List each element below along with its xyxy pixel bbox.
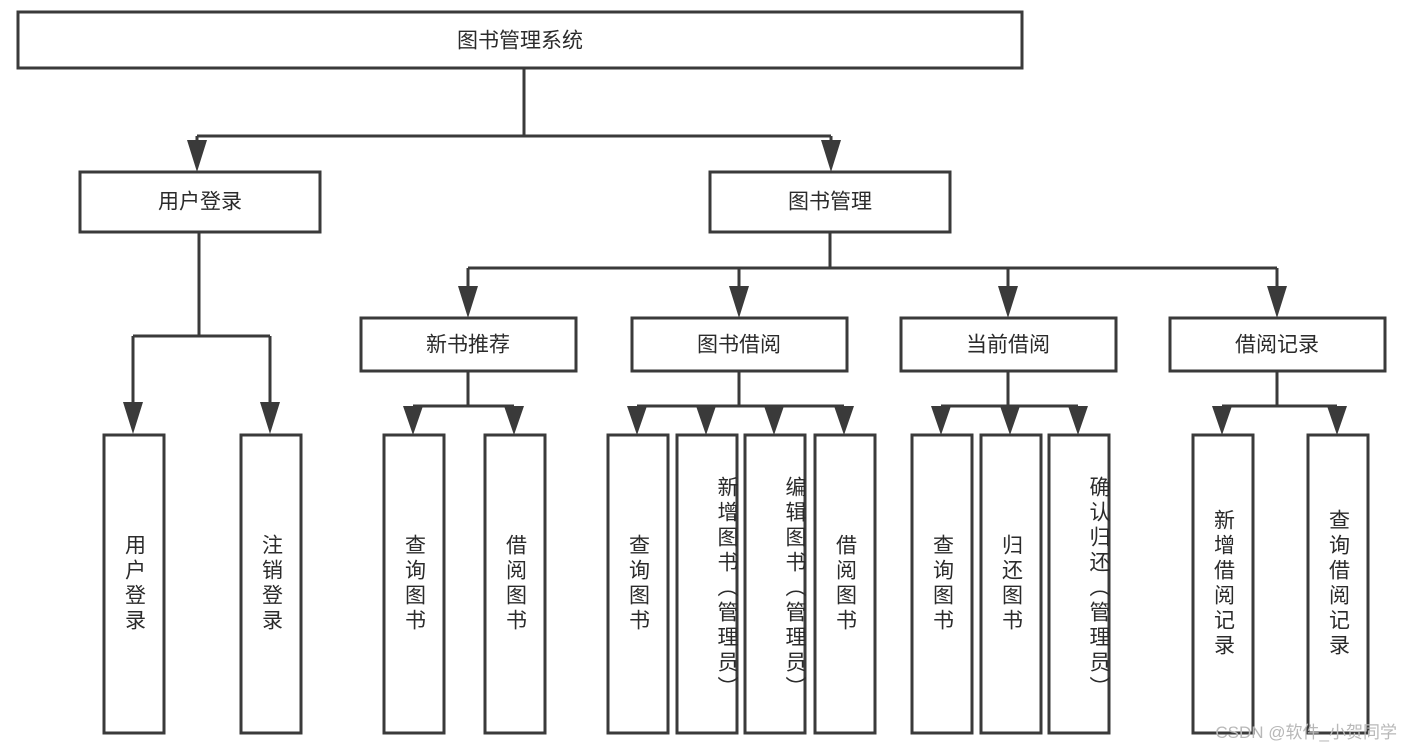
node-box-leaf-add-record[interactable]	[1191, 433, 1255, 735]
arrow-head-leaf-borrow-book-2	[834, 406, 854, 435]
node-label-book-borrow: 图书借阅	[697, 334, 781, 357]
arrow-head-user-login	[187, 140, 207, 172]
node-box-leaf-add-book[interactable]	[675, 433, 739, 735]
node-box-user-login[interactable]	[78, 170, 322, 234]
node-box-leaf-query-record[interactable]	[1306, 433, 1370, 735]
node-box-leaf-query-book-1[interactable]	[382, 433, 446, 735]
arrow-head-borrow-record	[1267, 286, 1287, 318]
node-label-root: 图书管理系统	[457, 30, 583, 53]
node-box-book-manage[interactable]	[708, 170, 952, 234]
arrow-head-leaf-query-book-3	[931, 406, 951, 435]
node-box-leaf-user-login[interactable]	[102, 433, 166, 735]
node-box-leaf-query-book-3[interactable]	[910, 433, 974, 735]
node-box-leaf-edit-book[interactable]	[743, 433, 807, 735]
node-label-book-manage: 图书管理	[788, 191, 872, 214]
node-box-leaf-logout-login[interactable]	[239, 433, 303, 735]
arrow-head-current-borrow	[998, 286, 1018, 318]
arrow-head-book-manage	[821, 140, 841, 172]
arrow-head-leaf-confirm-return	[1068, 406, 1088, 435]
node-box-new-book-recommend[interactable]	[359, 316, 578, 373]
node-box-root[interactable]	[16, 10, 1024, 70]
node-layer	[16, 10, 1387, 735]
node-box-leaf-confirm-return[interactable]	[1047, 433, 1111, 735]
node-box-book-borrow[interactable]	[630, 316, 849, 373]
arrow-head-leaf-return-book	[1000, 406, 1020, 435]
arrow-head-leaf-add-record	[1212, 406, 1232, 435]
arrow-head-leaf-add-book	[696, 406, 716, 435]
node-label-user-login: 用户登录	[158, 191, 242, 214]
node-box-leaf-borrow-book-2[interactable]	[813, 433, 877, 735]
arrow-head-leaf-query-record	[1327, 406, 1347, 435]
arrow-head-leaf-edit-book	[764, 406, 784, 435]
arrow-head-book-borrow	[729, 286, 749, 318]
node-box-current-borrow[interactable]	[899, 316, 1118, 373]
node-label-new-book-recommend: 新书推荐	[426, 334, 510, 357]
node-box-borrow-record[interactable]	[1168, 316, 1387, 373]
node-box-leaf-return-book[interactable]	[979, 433, 1043, 735]
arrow-head-new-book-recommend	[458, 286, 478, 318]
connector-layer	[123, 68, 1347, 435]
arrow-head-leaf-query-book-1	[403, 406, 423, 435]
arrow-head-leaf-user-login	[123, 402, 143, 434]
arrow-head-leaf-borrow-book-1	[504, 406, 524, 435]
node-label-current-borrow: 当前借阅	[966, 334, 1050, 357]
arrow-head-leaf-logout-login	[260, 402, 280, 434]
node-label-borrow-record: 借阅记录	[1235, 334, 1319, 357]
node-box-leaf-borrow-book-1[interactable]	[483, 433, 547, 735]
node-box-leaf-query-book-2[interactable]	[606, 433, 670, 735]
watermark-text: CSDN @软件_小贺同学	[1215, 723, 1397, 742]
arrow-head-leaf-query-book-2	[627, 406, 647, 435]
label-layer-horizontal: 图书管理系统 用户登录 图书管理 新书推荐 图书借阅 当前借阅 借阅记录	[158, 30, 1319, 357]
